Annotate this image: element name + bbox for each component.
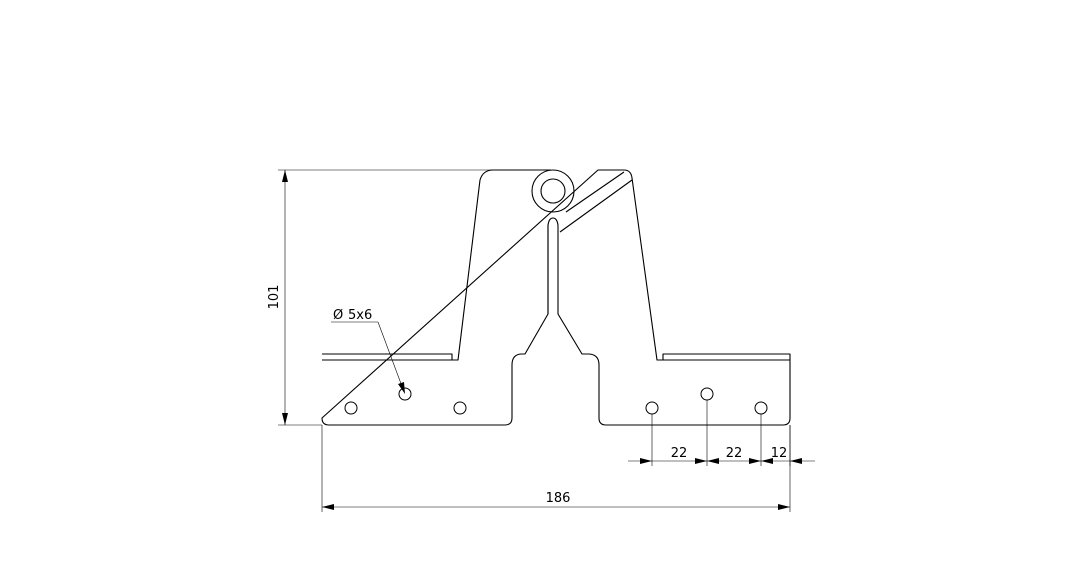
height-dimension-text: 101	[267, 285, 282, 310]
mounting-hole-3	[453, 401, 467, 415]
diagonal-brace-upper	[565, 171, 625, 213]
hole-spacing-dimensions: 22 22 12	[628, 400, 815, 466]
height-dimension: 101	[267, 169, 551, 426]
spacing-arrow-3b	[790, 458, 802, 464]
hinge-eye-inner	[540, 178, 566, 204]
spacing-dimension-text-3: 12	[771, 446, 788, 461]
hole-callout-arrow	[398, 382, 405, 394]
spacing-arrow-2a	[707, 458, 719, 464]
hinge-eye-outer	[531, 169, 575, 213]
hole-callout: Ø 5x6	[331, 308, 405, 394]
bracket-outline	[321, 169, 791, 426]
diagonal-brace-lower	[559, 179, 633, 233]
width-arrow-left	[322, 504, 334, 510]
spacing-arrow-1a	[640, 458, 652, 464]
mounting-hole-4	[645, 401, 659, 415]
spacing-arrow-1b	[695, 458, 707, 464]
height-arrow-top	[282, 170, 288, 182]
hole-callout-text: 5x6	[348, 308, 372, 323]
width-dimension-text: 186	[546, 491, 571, 506]
width-arrow-right	[778, 504, 790, 510]
bracket-part	[321, 169, 791, 426]
spacing-dimension-text-2: 22	[726, 446, 743, 461]
spacing-arrow-2b	[749, 458, 761, 464]
spacing-dimension-text-1: 22	[671, 446, 688, 461]
spacing-arrow-3a	[761, 458, 773, 464]
width-dimension: 186	[321, 425, 791, 512]
mounting-hole-5	[700, 387, 714, 401]
mounting-hole-6	[754, 401, 768, 415]
hole-callout-leader	[377, 321, 404, 390]
diameter-symbol: Ø	[333, 308, 343, 323]
mounting-hole-1	[344, 401, 358, 415]
height-arrow-bottom	[282, 413, 288, 425]
